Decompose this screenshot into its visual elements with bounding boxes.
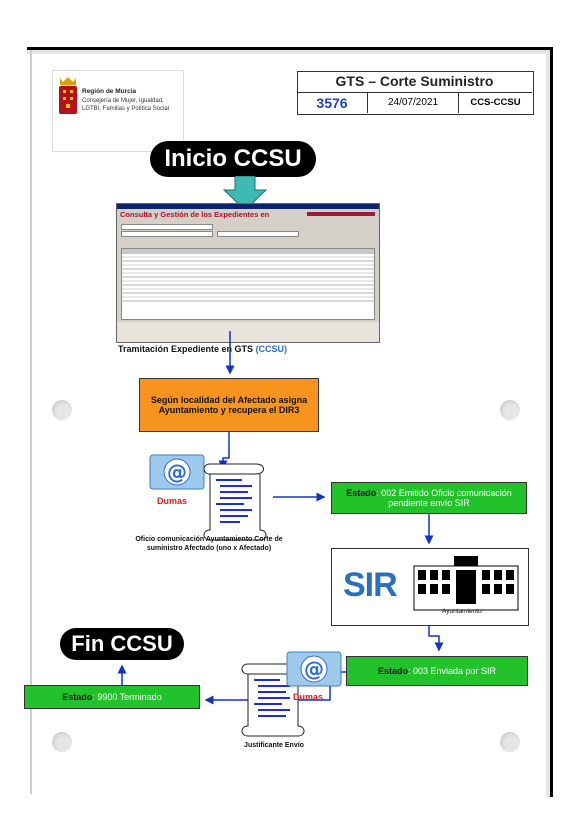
gts-title: GTS – Corte Suministro xyxy=(297,71,532,93)
dumas-label-1: Dumas xyxy=(157,496,188,506)
sir-logo: SIR xyxy=(343,566,398,604)
logo-subtitle: Consejería de Mujer, Igualdad, LGTBI, Fa… xyxy=(82,98,170,112)
gts-header-box xyxy=(297,71,534,115)
app-title-bar xyxy=(117,204,379,209)
logo-title: Región de Murcia xyxy=(82,88,137,95)
end-node: Fin CCSU xyxy=(60,628,184,660)
svg-text:@: @ xyxy=(167,460,187,484)
step-assign-ayuntamiento: Según localidad del Afectado asigna Ayun… xyxy=(139,378,319,432)
email-at-icon-2: @ xyxy=(286,651,342,687)
justificante-caption: Justificante Envío xyxy=(244,742,304,749)
binder-hole-left-top xyxy=(52,400,72,420)
email-at-icon: @ xyxy=(149,454,205,490)
oficio-caption: Oficio comunicación Ayuntamiento Corte d… xyxy=(135,536,283,552)
app-results-grid xyxy=(121,248,375,320)
status-9900-box: Estado: 9900 Terminado xyxy=(24,685,200,709)
screenshot-caption: Tramitación Expediente en GTS (CCSU) xyxy=(118,344,288,354)
slide-frame-inner xyxy=(30,50,549,794)
binder-hole-right-top xyxy=(500,400,520,420)
gts-code: CCS-CCSU xyxy=(470,97,521,108)
dumas-label-2: Dumas xyxy=(293,692,324,702)
binder-hole-right-bottom xyxy=(500,732,520,752)
document-scroll-oficio xyxy=(203,463,267,541)
gts-date: 24/07/2021 xyxy=(368,93,459,113)
gts-number: 3576 xyxy=(297,93,368,113)
ayuntamiento-label: Ayuntamiento xyxy=(442,608,482,615)
binder-hole-left-bottom xyxy=(52,732,72,752)
status-003-box: Estado: 003 Enviada por SIR xyxy=(346,656,528,686)
svg-text:@: @ xyxy=(304,657,324,681)
start-node: Inicio CCSU xyxy=(150,141,316,177)
region-murcia-crest-icon xyxy=(59,77,77,114)
app-window-title: Consulta y Gestión de los Expedientes en xyxy=(120,210,270,219)
government-building-icon xyxy=(413,556,519,611)
status-002-box: Estado: 002 Emitido Oficio comunicación … xyxy=(331,482,527,514)
gts-app-screenshot: Consulta y Gestión de los Expedientes en xyxy=(116,203,380,343)
down-arrow-teal xyxy=(222,176,268,211)
